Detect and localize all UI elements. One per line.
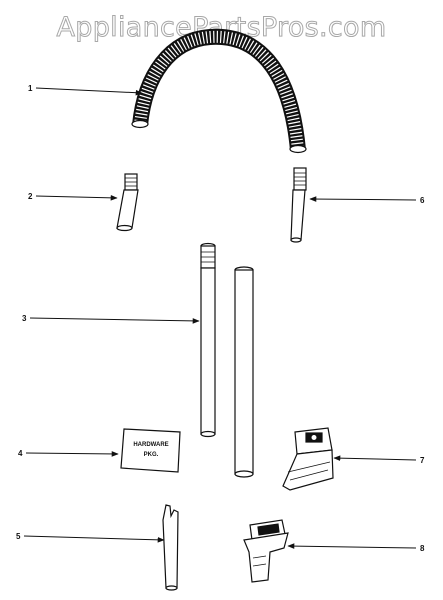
- part-crevice-tool: [162, 504, 179, 591]
- part-connector-tube: [116, 173, 139, 232]
- leader-line-8: [287, 543, 417, 549]
- part-hardware-pkg: HARDWARE PKG.: [120, 428, 181, 473]
- part-wand-upper: [200, 242, 216, 438]
- part-wand-lower: [234, 266, 254, 478]
- callout-numbers: 1 2 3 4 5 6 7 8: [16, 84, 425, 553]
- callout-5: 5: [16, 532, 21, 541]
- callout-2: 2: [28, 192, 33, 201]
- leader-line-2: [35, 195, 118, 201]
- hardware-pkg-label-line1: HARDWARE: [133, 442, 168, 448]
- hardware-pkg-label-line2: PKG.: [144, 452, 159, 458]
- part-upholstery-brush: [282, 427, 334, 491]
- callout-7: 7: [420, 456, 425, 465]
- callout-1: 1: [28, 84, 33, 93]
- part-dusting-brush: [243, 519, 289, 583]
- callout-6: 6: [420, 196, 425, 205]
- callout-4: 4: [18, 449, 23, 458]
- leader-line-4: [25, 451, 119, 457]
- callout-3: 3: [22, 314, 27, 323]
- leader-line-3: [29, 317, 200, 324]
- part-hose: [131, 28, 307, 154]
- part-hose-end-tube: [290, 167, 307, 243]
- leader-line-5: [23, 535, 165, 543]
- leader-line-1: [35, 87, 143, 96]
- callout-8: 8: [420, 544, 425, 553]
- leader-lines: [23, 87, 417, 549]
- leader-line-6: [309, 196, 417, 202]
- leader-line-7: [333, 455, 417, 461]
